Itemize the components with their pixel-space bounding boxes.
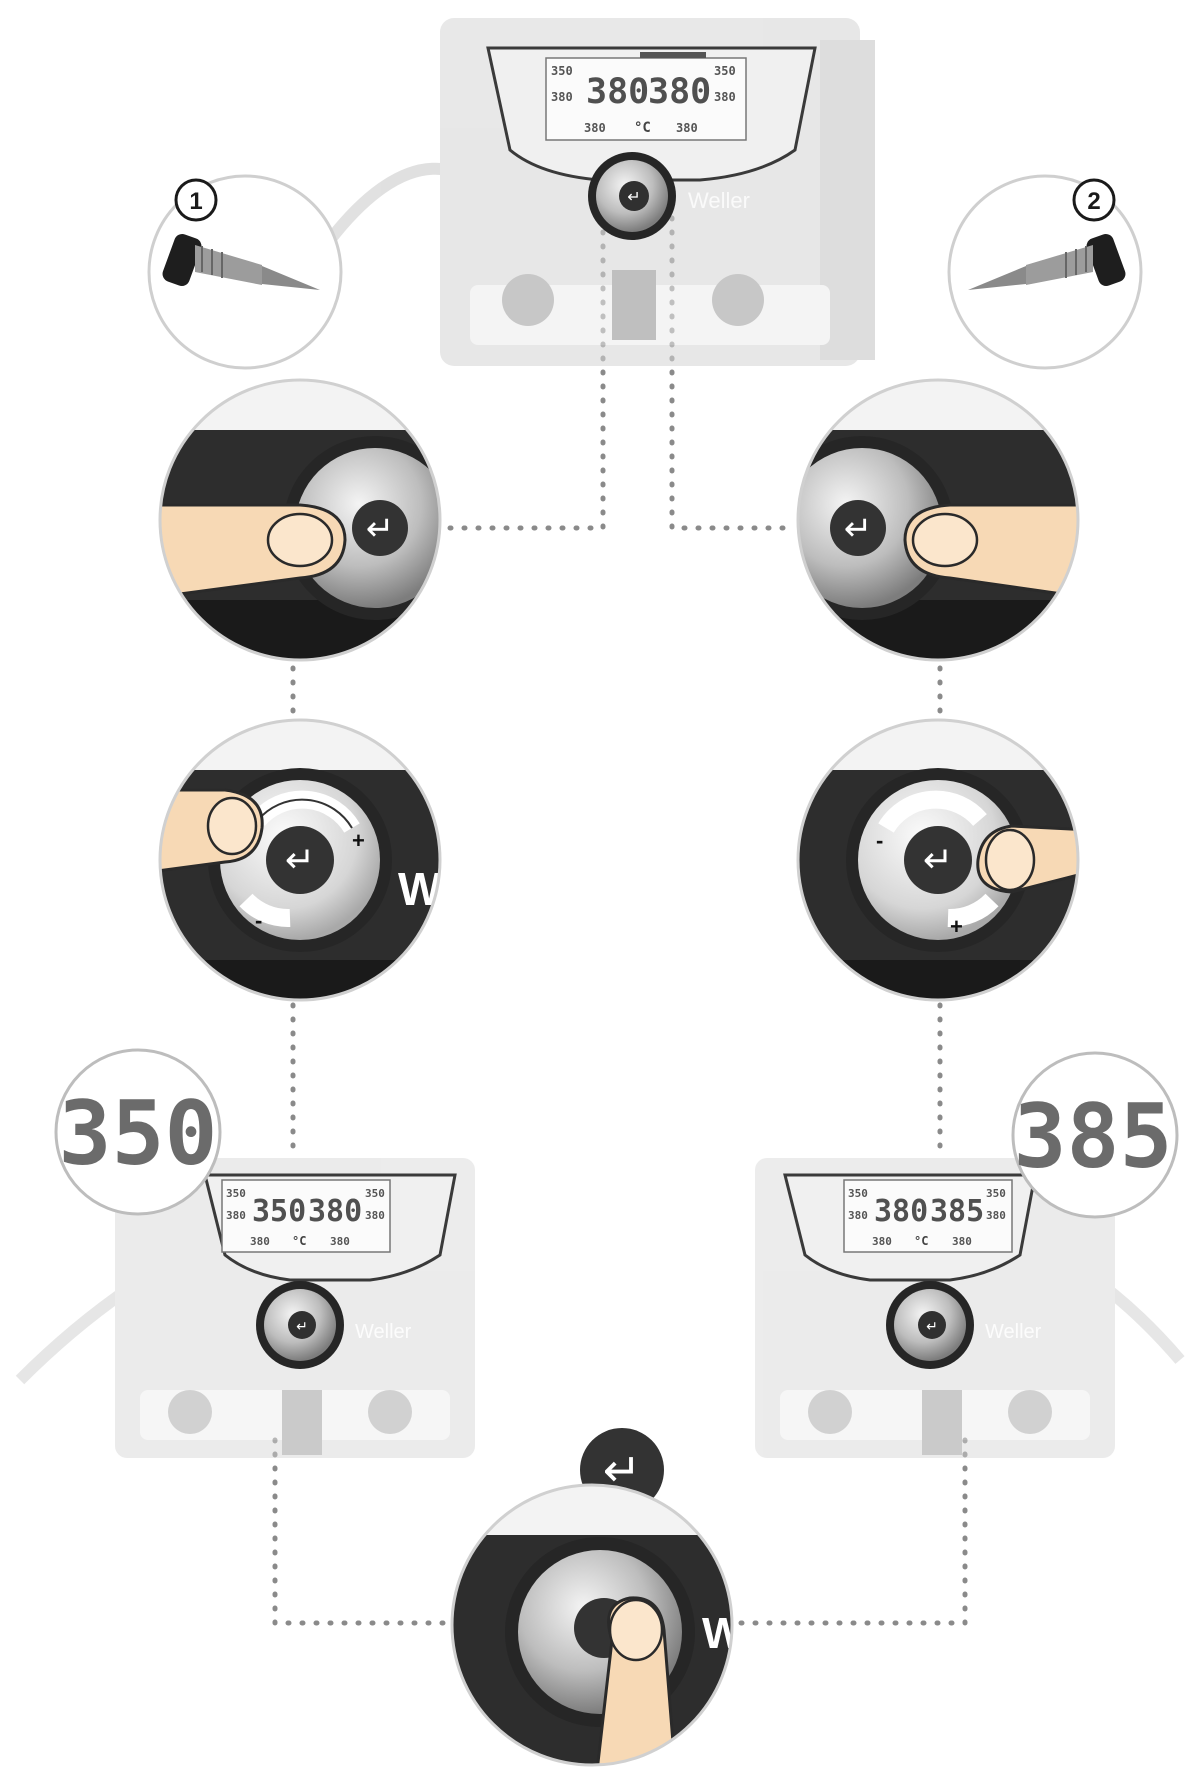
lcd-main-left: 380 bbox=[586, 72, 649, 112]
step-confirm: W bbox=[450, 1483, 744, 1767]
station-result-left: 350 380 350 380 350 380 380 °C 380 ↵ Wel… bbox=[15, 1158, 475, 1458]
callout-right-value: 385 bbox=[1011, 1051, 1179, 1219]
lcd-right-small-top: 350 bbox=[986, 1187, 1006, 1200]
port-badge-1-label: 1 bbox=[189, 188, 202, 215]
lcd-bottom-unit: °C bbox=[634, 120, 651, 136]
brand-letter: W bbox=[398, 863, 442, 915]
lcd-left-small-bottom: 380 bbox=[848, 1209, 868, 1222]
step-press-right: ↵ bbox=[796, 378, 1080, 662]
lcd-bottom-right: 380 bbox=[952, 1235, 972, 1248]
sign-plus: + bbox=[352, 828, 365, 853]
sign-plus: + bbox=[950, 914, 963, 939]
display-panel-top: 350 380 380 380 350 380 380 °C 380 bbox=[486, 46, 817, 182]
lcd-bottom-left: 380 bbox=[872, 1235, 892, 1248]
port-badge-2-label: 2 bbox=[1087, 188, 1100, 215]
lcd-main-right: 380 bbox=[648, 72, 711, 112]
lcd-right-small-bottom: 380 bbox=[986, 1209, 1006, 1222]
lcd-bottom-left: 380 bbox=[250, 1235, 270, 1248]
soldering-iron-icon bbox=[162, 233, 320, 290]
enter-icon: ↵ bbox=[923, 839, 953, 880]
lcd-bottom-right: 380 bbox=[676, 121, 698, 135]
lcd-main-right: 380 bbox=[308, 1194, 362, 1229]
callout-left-value: 350 bbox=[54, 1048, 222, 1216]
knob-top: ↵ Weller bbox=[588, 152, 750, 240]
soldering-iron-icon bbox=[968, 233, 1126, 290]
brand-text: Weller bbox=[985, 1321, 1042, 1343]
callout-value-350: 350 bbox=[59, 1082, 218, 1185]
rotate-arrow-icon bbox=[239, 893, 291, 927]
step-rotate-left: ↵ + - W bbox=[158, 718, 442, 1002]
enter-icon: ↵ bbox=[296, 1318, 308, 1334]
lcd-main-right: 385 bbox=[930, 1194, 984, 1229]
lcd-bottom-unit: °C bbox=[292, 1234, 306, 1248]
enter-icon: ↵ bbox=[926, 1318, 938, 1334]
enter-icon: ↵ bbox=[285, 839, 315, 880]
lcd-right-small-top: 350 bbox=[365, 1187, 385, 1200]
lcd-bottom-left: 380 bbox=[584, 121, 606, 135]
port-badge-2 bbox=[1072, 178, 1116, 222]
iron-callout-1: 1 bbox=[147, 174, 343, 370]
lcd-left-small-top: 350 bbox=[226, 1187, 246, 1200]
lcd-bottom-right: 380 bbox=[330, 1235, 350, 1248]
callout-value-385: 385 bbox=[1014, 1085, 1173, 1188]
lcd-left-small-top: 350 bbox=[551, 64, 573, 78]
lcd-right-small-top: 350 bbox=[714, 64, 736, 78]
lcd-right-small-bottom: 380 bbox=[714, 90, 736, 104]
rotate-arrow-icon bbox=[878, 790, 987, 833]
lcd-main-left: 350 bbox=[252, 1194, 306, 1229]
step-press-left: ↵ bbox=[158, 378, 442, 662]
lcd-right-small-bottom: 380 bbox=[365, 1209, 385, 1222]
lcd-main-left: 380 bbox=[874, 1194, 928, 1229]
rotate-arrow-icon bbox=[947, 893, 999, 927]
enter-icon: ↵ bbox=[366, 510, 395, 548]
enter-icon: ↵ bbox=[844, 510, 873, 548]
station-result-right: 350 380 380 385 350 380 380 °C 380 ↵ Wel… bbox=[755, 1158, 1185, 1458]
brand-letter: W bbox=[702, 1609, 744, 1658]
brand-text: Weller bbox=[355, 1321, 412, 1343]
step-rotate-right: ↵ - + bbox=[796, 718, 1080, 1002]
sign-minus: - bbox=[876, 828, 883, 853]
brand-text-top: Weller bbox=[688, 188, 750, 213]
lcd-bottom-unit: °C bbox=[914, 1234, 928, 1248]
iron-callout-2: 2 bbox=[947, 174, 1143, 370]
sign-minus: - bbox=[255, 908, 262, 933]
lcd-left-small-bottom: 380 bbox=[226, 1209, 246, 1222]
lcd-left-small-top: 350 bbox=[848, 1187, 868, 1200]
enter-icon: ↵ bbox=[627, 189, 640, 206]
lcd-left-small-bottom: 380 bbox=[551, 90, 573, 104]
port-badge-1 bbox=[174, 178, 218, 222]
